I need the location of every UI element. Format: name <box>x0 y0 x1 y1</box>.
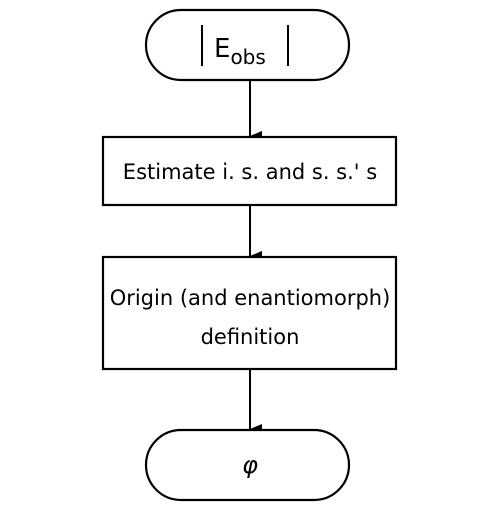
start-terminal: Eobs <box>144 8 351 82</box>
end-terminal: φ <box>144 428 351 502</box>
estimate-box: Estimate i. s. and s. s.' s <box>101 135 398 207</box>
estimate-label: Estimate i. s. and s. s.' s <box>123 160 377 184</box>
origin-label-line2: definition <box>201 325 300 349</box>
start-symbol: E <box>214 34 230 64</box>
origin-label-line1: Origin (and enantiomorph) <box>110 286 391 310</box>
origin-box: Origin (and enantiomorph) definition <box>101 255 398 371</box>
svg-text:Eobs: Eobs <box>214 34 266 69</box>
phi-symbol: φ <box>242 451 258 479</box>
start-subscript: obs <box>230 45 265 69</box>
